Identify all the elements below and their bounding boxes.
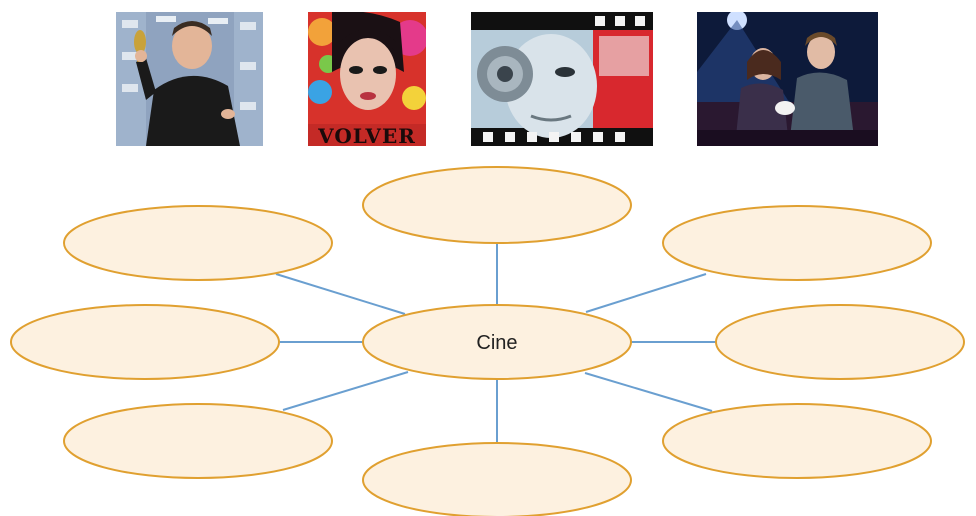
outer-bubble-right[interactable]	[715, 304, 965, 380]
outer-bubble-top[interactable]	[362, 166, 632, 244]
outer-bubble-lower-left[interactable]	[63, 403, 333, 479]
connector-lower-left	[282, 371, 409, 411]
connectors	[275, 243, 716, 443]
poster-title: VOLVER	[317, 124, 416, 146]
outer-bubble-upper-left[interactable]	[63, 205, 333, 281]
outer-bubble-upper-right[interactable]	[662, 205, 932, 281]
photo-film-strip-eye	[471, 12, 653, 146]
word-web-diagram: Cine	[10, 166, 965, 516]
connector-upper-left	[275, 273, 406, 315]
connector-lower-right	[584, 372, 713, 412]
outer-bubble-bottom[interactable]	[362, 442, 632, 516]
outer-bubble-left[interactable]	[10, 304, 280, 380]
outer-bubble-lower-right[interactable]	[662, 403, 932, 479]
connector-upper-right	[585, 273, 707, 313]
photo-volver-poster: VOLVER	[308, 12, 426, 146]
photo-award-winner	[116, 12, 263, 146]
photo-cinema-audience	[697, 12, 878, 146]
center-label: Cine	[476, 332, 517, 354]
center-bubble: Cine	[362, 304, 632, 380]
